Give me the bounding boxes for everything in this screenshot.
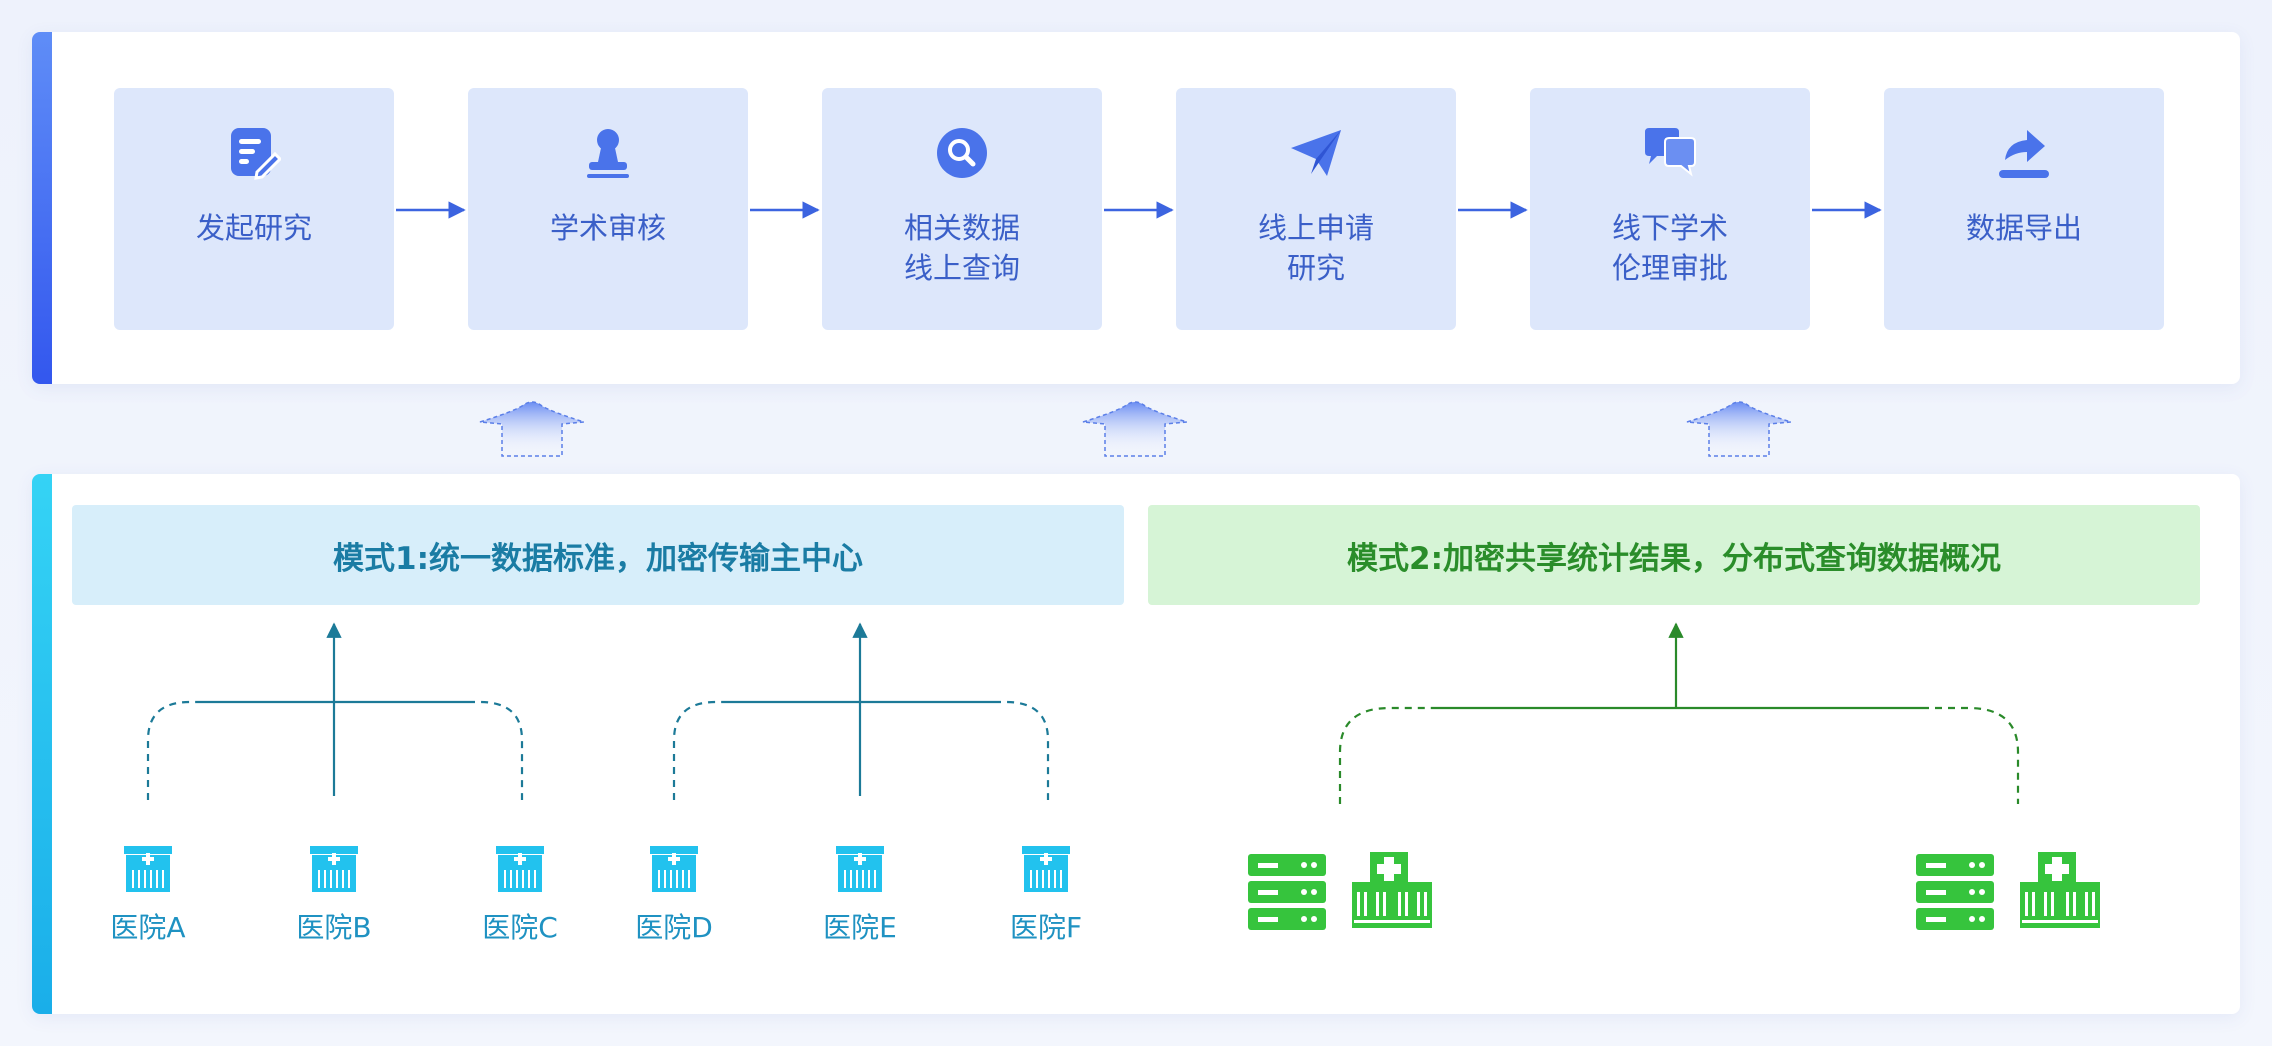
export-share-icon <box>1999 130 2049 178</box>
step-label-line1: 相关数据 <box>903 211 1020 245</box>
hospital-a-icon <box>124 846 172 892</box>
chat-bubbles-icon <box>1645 128 1696 177</box>
hospital-e-label: 医院E <box>823 911 897 944</box>
step-data-export[interactable]: 数据导出 <box>1884 88 2164 330</box>
hospital-f-icon <box>1022 846 1070 892</box>
step-label-line2: 研究 <box>1286 251 1345 285</box>
mode2-banner: 模式2:加密共享统计结果，分布式查询数据概况 <box>1148 505 2200 605</box>
step-label-line1: 线下学术 <box>1611 211 1728 245</box>
hospital-d-icon <box>650 846 698 892</box>
panel-accent-bar <box>32 474 52 1014</box>
step-label: 发起研究 <box>195 211 312 245</box>
mode2-node-left <box>1248 852 1432 930</box>
step-academic-review[interactable]: 学术审核 <box>468 88 748 330</box>
hospital-building-icon <box>1352 852 1432 928</box>
paper-plane-icon <box>1291 130 1341 176</box>
hospital-a-label: 医院A <box>110 911 186 944</box>
hospital-c-label: 医院C <box>482 911 558 944</box>
hospital-building-icon <box>2020 852 2100 928</box>
panel-accent-bar <box>32 32 52 384</box>
mode1-connector-group1 <box>146 622 524 800</box>
mode2-connector <box>1338 622 2020 804</box>
hospital-b-icon <box>310 846 358 892</box>
up-arrow-1 <box>479 401 585 457</box>
step-online-application[interactable]: 线上申请 研究 <box>1176 88 1456 330</box>
up-arrows <box>479 401 1792 457</box>
hospital-c-icon <box>496 846 544 892</box>
hospital-d-label: 医院D <box>635 911 713 944</box>
stamp-icon <box>587 129 629 178</box>
hospital-f-label: 医院F <box>1009 911 1083 944</box>
hospital-icons <box>124 846 1070 892</box>
step-label-line1: 线上申请 <box>1257 211 1374 245</box>
server-icon <box>1916 854 1994 930</box>
step-label: 学术审核 <box>549 211 666 245</box>
hospital-b-label: 医院B <box>296 911 372 944</box>
step-ethics-approval[interactable]: 线下学术 伦理审批 <box>1530 88 1810 330</box>
mode1-banner: 模式1:统一数据标准，加密传输主中心 <box>72 505 1124 605</box>
server-icon <box>1248 854 1326 930</box>
edit-document-icon <box>231 128 281 180</box>
step-label-line2: 线上查询 <box>903 251 1020 285</box>
step-initiate-research[interactable]: 发起研究 <box>114 88 394 330</box>
mode1-connector-group2 <box>672 622 1050 800</box>
search-icon <box>937 128 987 178</box>
up-arrow-2 <box>1082 401 1188 457</box>
up-arrow-3 <box>1686 401 1792 457</box>
step-label-line2: 伦理审批 <box>1611 251 1728 285</box>
mode2-node-right <box>1916 852 2100 930</box>
step-online-data-query[interactable]: 相关数据 线上查询 <box>822 88 1102 330</box>
hospital-e-icon <box>836 846 884 892</box>
step-label: 数据导出 <box>1965 211 2082 245</box>
